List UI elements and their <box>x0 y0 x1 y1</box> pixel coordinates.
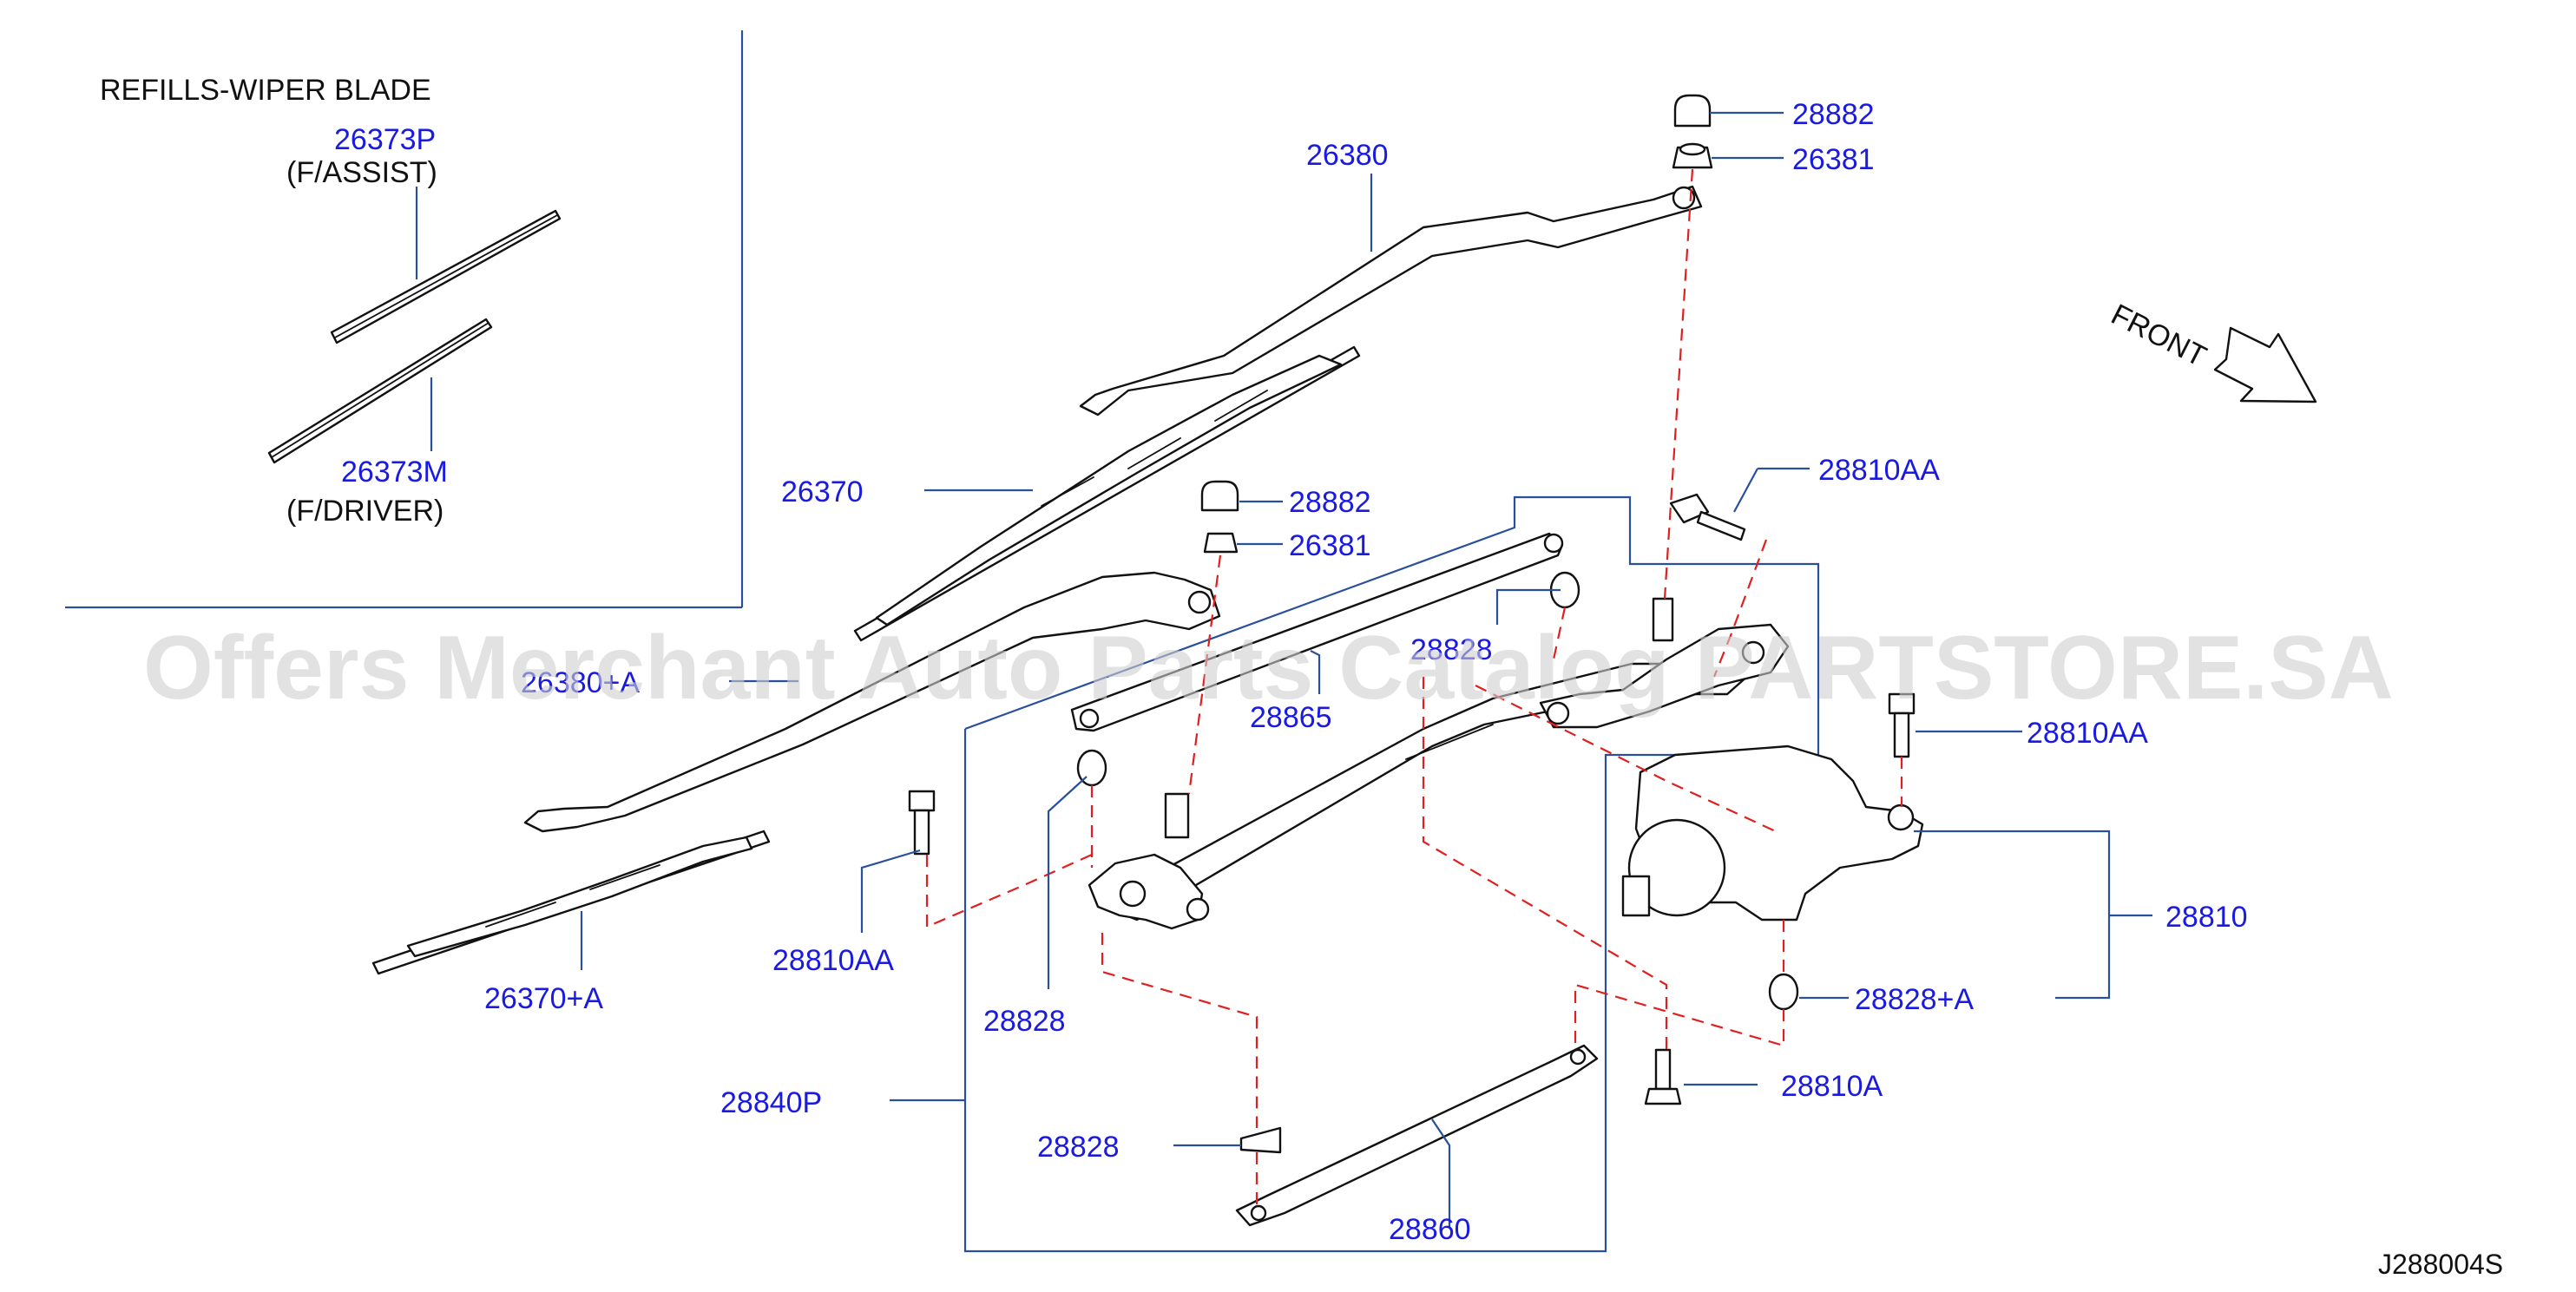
callout-26370A[interactable]: 26370+A <box>484 982 603 1015</box>
diagram-code: J288004S <box>2378 1249 2503 1280</box>
wiper-arm-26380[interactable] <box>1079 185 1703 416</box>
alignment-lines <box>925 168 1903 1208</box>
bolt-28810AA-left[interactable] <box>908 790 936 856</box>
callout-26373M[interactable]: 26373M <box>341 456 448 489</box>
callout-28828-bottom[interactable]: 28828 <box>1037 1131 1120 1164</box>
callout-28882-mid[interactable]: 28882 <box>1289 486 1371 519</box>
bolt-28810AA-top[interactable] <box>1669 493 1746 541</box>
callout-28828A[interactable]: 28828+A <box>1855 983 1974 1016</box>
callout-28810A[interactable]: 28810A <box>1781 1070 1883 1103</box>
callout-26381-mid[interactable]: 26381 <box>1289 529 1371 562</box>
callout-26381-top[interactable]: 26381 <box>1792 143 1875 176</box>
bushing-28828-bottom[interactable] <box>1239 1126 1282 1154</box>
wiper-refill-assist[interactable] <box>330 209 562 344</box>
callout-26380A[interactable]: 26380+A <box>521 666 640 699</box>
callout-28865[interactable]: 28865 <box>1250 701 1332 734</box>
callout-28828-mid[interactable]: 28828 <box>1410 633 1493 666</box>
callout-28810AA-top[interactable]: 28810AA <box>1818 454 1940 487</box>
leader-lines <box>580 111 2152 1228</box>
nut-26381-top[interactable] <box>1672 142 1713 169</box>
watermark: Offers Merchant Auto Parts Catalog PARTS… <box>143 618 2394 718</box>
cap-28882-top[interactable] <box>1673 94 1712 128</box>
callout-28860[interactable]: 28860 <box>1389 1213 1471 1246</box>
link-rod-28865[interactable] <box>1070 532 1564 732</box>
callout-28810[interactable]: 28810 <box>2165 901 2248 934</box>
wiper-arm-26380A[interactable] <box>523 571 1221 833</box>
callout-28882-top[interactable]: 28882 <box>1792 98 1875 131</box>
callout-28810AA-right[interactable]: 28810AA <box>2027 717 2148 750</box>
nut-26381-mid[interactable] <box>1203 532 1239 554</box>
callout-26370[interactable]: 26370 <box>781 475 864 508</box>
bolt-28810A[interactable] <box>1644 1048 1682 1105</box>
pivot-left[interactable] <box>1088 792 1210 930</box>
link-rod-28860[interactable] <box>1235 1044 1599 1227</box>
pivot-right[interactable] <box>1539 597 1790 729</box>
note-f-assist: (F/ASSIST) <box>286 156 437 189</box>
front-arrow-icon <box>2213 326 2317 403</box>
linkage-frame <box>963 495 1820 1253</box>
bolt-28810AA-right[interactable] <box>1888 692 1916 758</box>
inset-title: REFILLS-WIPER BLADE <box>100 74 431 107</box>
front-label: FRONT <box>2106 298 2211 373</box>
bushing-28828A[interactable] <box>1768 973 1799 1011</box>
inset-frame <box>65 30 744 609</box>
callout-26380[interactable]: 26380 <box>1306 139 1389 172</box>
wiper-blade-26370[interactable] <box>853 345 1361 642</box>
callout-28840P[interactable]: 28840P <box>720 1086 822 1119</box>
wiper-refill-driver[interactable] <box>267 318 493 464</box>
callout-26373P[interactable]: 26373P <box>334 123 436 156</box>
note-f-driver: (F/DRIVER) <box>286 495 444 528</box>
wiper-blade-26370A[interactable] <box>371 830 771 975</box>
wiper-motor-28810[interactable] <box>1621 744 1924 921</box>
callout-28810AA-left[interactable]: 28810AA <box>772 944 894 977</box>
callout-28828-left[interactable]: 28828 <box>983 1005 1066 1038</box>
cap-28882-mid[interactable] <box>1200 480 1239 512</box>
